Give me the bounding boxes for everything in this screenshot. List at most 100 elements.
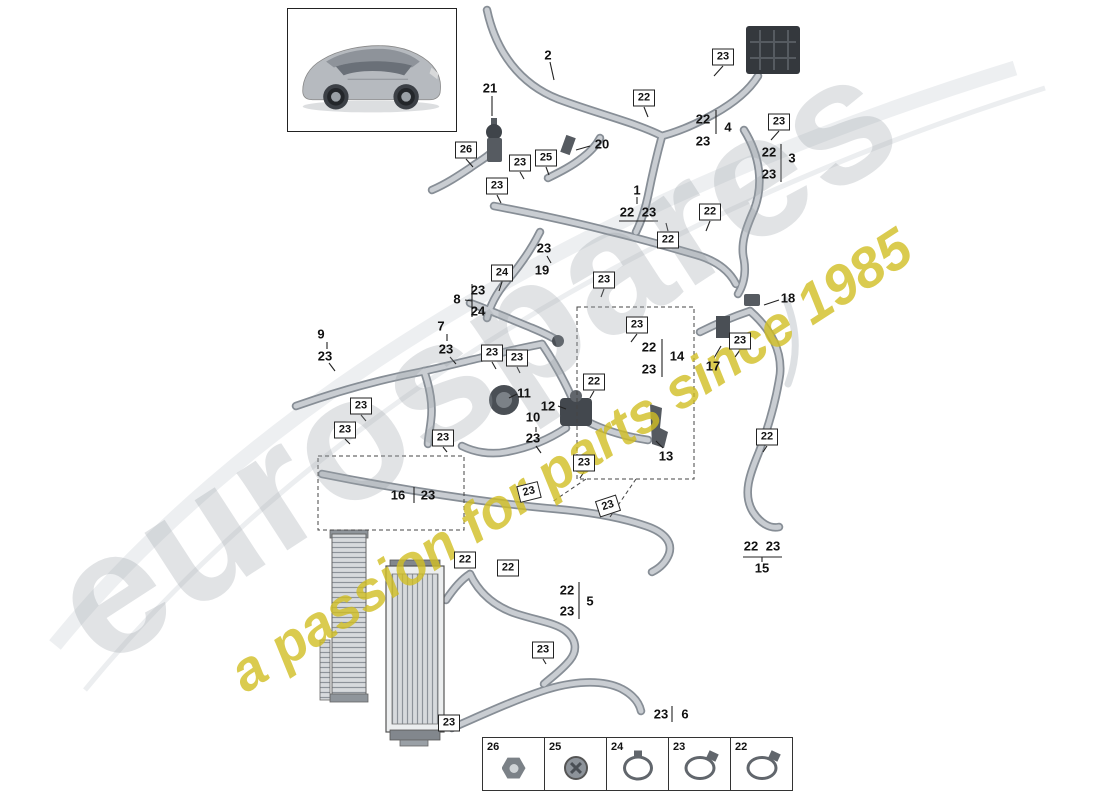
part-callout-23[interactable]: 23 [695, 133, 711, 149]
part-callout-18[interactable]: 18 [780, 290, 796, 306]
fastener-ref-22[interactable]: 22 [756, 428, 778, 446]
part-callout-3[interactable]: 3 [788, 150, 796, 166]
part-callout-16[interactable]: 16 [390, 487, 406, 503]
fastener-ref-23[interactable]: 23 [481, 344, 503, 362]
bracket-part-13 [650, 404, 668, 448]
coolant-pump-11 [489, 385, 519, 415]
part-callout-23[interactable]: 23 [536, 240, 552, 256]
fastener-ref-23[interactable]: 23 [432, 429, 454, 447]
part-callout-24[interactable]: 24 [470, 303, 486, 319]
clip-part-18 [744, 294, 760, 306]
legend-number: 26 [487, 741, 500, 753]
part-callout-22[interactable]: 22 [559, 582, 575, 598]
part-callout-22[interactable]: 22 [743, 538, 759, 554]
part-callout-22[interactable]: 22 [641, 339, 657, 355]
part-callout-21[interactable]: 21 [482, 80, 498, 96]
vehicle-thumbnail [287, 8, 457, 132]
part-callout-23[interactable]: 23 [641, 361, 657, 377]
fastener-ref-23[interactable]: 23 [712, 48, 734, 66]
part-callout-13[interactable]: 13 [658, 448, 674, 464]
part-callout-23[interactable]: 23 [641, 204, 657, 220]
fastener-ref-23[interactable]: 23 [506, 349, 528, 367]
legend-number: 22 [735, 741, 748, 753]
part-callout-15[interactable]: 15 [754, 560, 770, 576]
legend-cell-22[interactable]: 22 [730, 737, 793, 791]
fastener-ref-23[interactable]: 23 [626, 316, 648, 334]
part-callout-23[interactable]: 23 [470, 282, 486, 298]
part-callout-23[interactable]: 23 [438, 341, 454, 357]
legend-cell-23[interactable]: 23 [668, 737, 731, 791]
part-callout-23[interactable]: 23 [653, 706, 669, 722]
fastener-ref-22[interactable]: 22 [633, 89, 655, 107]
legend-number: 23 [673, 741, 686, 753]
fastener-ref-23[interactable]: 23 [509, 154, 531, 172]
hose-clamp-icon [746, 756, 777, 781]
hose-clamp-icon [684, 756, 715, 781]
part-callout-4[interactable]: 4 [724, 119, 732, 135]
hose-network [296, 10, 799, 728]
part-callout-22[interactable]: 22 [619, 204, 635, 220]
fastener-ref-23[interactable]: 23 [593, 271, 615, 289]
fastener-ref-23[interactable]: 23 [350, 397, 372, 415]
thermostat-fitting [552, 335, 564, 347]
fastener-ref-23[interactable]: 23 [573, 454, 595, 472]
part-callout-12[interactable]: 12 [540, 398, 556, 414]
part-callout-22[interactable]: 22 [761, 144, 777, 160]
fastener-ref-23[interactable]: 23 [729, 332, 751, 350]
car-headlight [429, 67, 439, 80]
part-callout-2[interactable]: 2 [544, 47, 552, 63]
part-callout-23[interactable]: 23 [420, 487, 436, 503]
leader-lines [326, 61, 782, 722]
fastener-ref-23[interactable]: 23 [334, 421, 356, 439]
fastener-ref-22[interactable]: 22 [497, 559, 519, 577]
fastener-ref-23[interactable]: 23 [486, 177, 508, 195]
screw-icon [563, 756, 588, 781]
legend-cell-26[interactable]: 26 [482, 737, 545, 791]
radiator-left [319, 529, 369, 703]
part-callout-5[interactable]: 5 [586, 593, 594, 609]
fastener-ref-23[interactable]: 23 [532, 641, 554, 659]
part-callout-23[interactable]: 23 [559, 603, 575, 619]
part-callout-22[interactable]: 22 [695, 111, 711, 127]
fastener-ref-26[interactable]: 26 [455, 141, 477, 159]
legend-cell-25[interactable]: 25 [544, 737, 607, 791]
part-callout-23[interactable]: 23 [525, 430, 541, 446]
fastener-legend: 26 25 24 23 22 [482, 737, 793, 791]
part-callout-8[interactable]: 8 [453, 291, 461, 307]
bracket-part-20 [560, 134, 576, 156]
fastener-ref-23[interactable]: 23 [768, 113, 790, 131]
fastener-ref-25[interactable]: 25 [535, 149, 557, 167]
spring-clamp-icon [622, 755, 653, 781]
part-callout-23[interactable]: 23 [765, 538, 781, 554]
car-illustration [302, 45, 441, 113]
car-windows [335, 61, 412, 76]
part-callout-14[interactable]: 14 [669, 348, 685, 364]
pump-part-12 [560, 390, 592, 426]
hose-ghost-right [782, 296, 799, 388]
part-callout-11[interactable]: 11 [517, 385, 531, 401]
part-callout-23[interactable]: 23 [317, 348, 333, 364]
fastener-ref-23[interactable]: 23 [438, 714, 460, 732]
connector-block [746, 26, 800, 74]
fastener-ref-24[interactable]: 24 [491, 264, 513, 282]
legend-cell-24[interactable]: 24 [606, 737, 669, 791]
part-callout-6[interactable]: 6 [681, 706, 689, 722]
bracket-part-17 [716, 316, 730, 338]
part-callout-17[interactable]: 17 [705, 358, 721, 374]
part-callout-20[interactable]: 20 [594, 136, 610, 152]
part-callout-23[interactable]: 23 [761, 166, 777, 182]
fastener-ref-22[interactable]: 22 [657, 231, 679, 249]
part-callout-9[interactable]: 9 [317, 326, 325, 342]
part-callout-1[interactable]: 1 [633, 182, 641, 198]
part-callout-19[interactable]: 19 [534, 262, 550, 278]
fastener-ref-22[interactable]: 22 [699, 203, 721, 221]
legend-number: 24 [611, 741, 624, 753]
part-callout-10[interactable]: 10 [525, 409, 541, 425]
legend-number: 25 [549, 741, 562, 753]
heat-exchanger [385, 559, 445, 747]
part-callout-7[interactable]: 7 [437, 318, 445, 334]
fastener-ref-22[interactable]: 22 [454, 551, 476, 569]
fastener-ref-22[interactable]: 22 [583, 373, 605, 391]
